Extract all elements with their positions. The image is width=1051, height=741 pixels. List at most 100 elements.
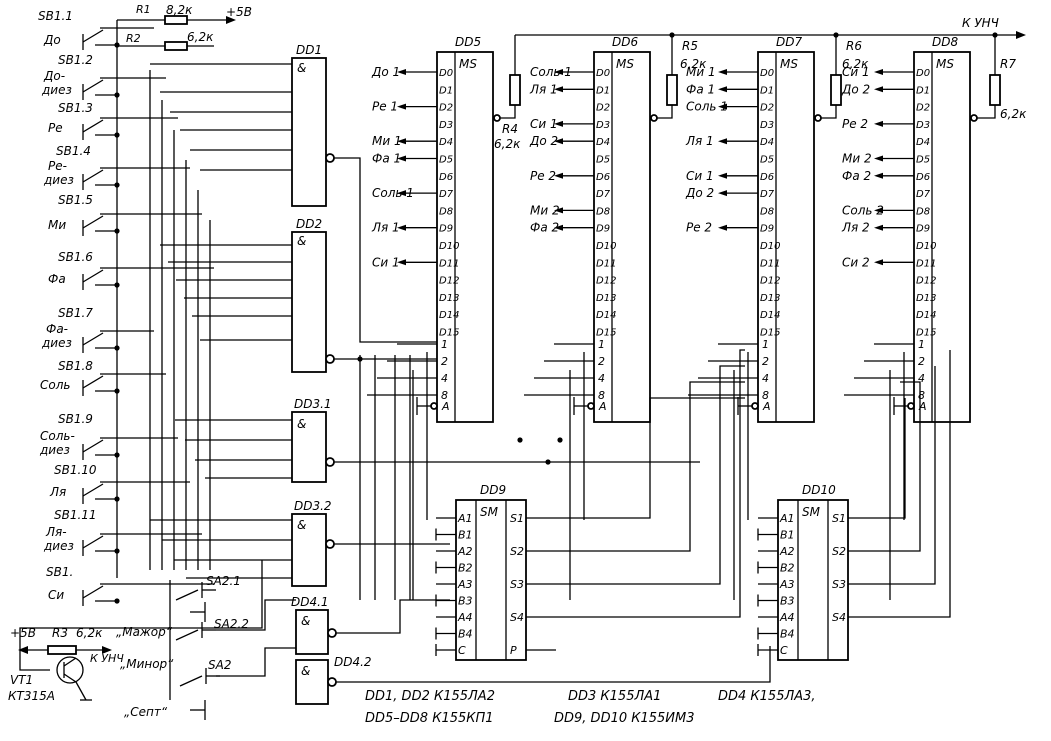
mux-pin-label: D1 [439, 85, 453, 96]
key-note: До- [43, 69, 65, 83]
key-ref: SB1.4 [56, 144, 91, 158]
gate-dd2-symbol: & [297, 234, 306, 248]
mux-output-note: Си 1 [530, 117, 558, 131]
mux-enable-pin: A [441, 400, 450, 413]
wire [556, 397, 745, 519]
gate-dd1 [291, 57, 327, 207]
gate-dd4-2-symbol: & [301, 664, 310, 678]
mux-output-note: Фа 1 [372, 152, 401, 166]
gate-dd3-2-output [325, 539, 335, 549]
key-lever [82, 585, 104, 599]
mux-address-pin: 8 [918, 389, 925, 402]
mux-pin-label: D3 [916, 120, 930, 131]
output-arrow [874, 172, 883, 179]
adder-output-pin: P [510, 644, 517, 657]
switch-lever [175, 629, 199, 641]
key-note: диез [39, 443, 70, 457]
mux-output-note: До 2 [685, 186, 714, 200]
mux-output-note: Ми 2 [530, 203, 560, 217]
output-arrow [874, 259, 883, 266]
adder-ref: DD9 [480, 483, 506, 497]
mux-pin-label: D14 [439, 310, 459, 321]
mux-pin-label: D7 [596, 189, 611, 200]
key-note: Соль- [40, 429, 75, 443]
mux-pin-label: D7 [439, 189, 454, 200]
mux-address-pin: 1 [762, 338, 769, 351]
wire [334, 157, 440, 343]
wire [556, 365, 745, 585]
adder-body [777, 499, 849, 661]
key-note: Си [48, 588, 64, 602]
r1-value: 8,2к [166, 3, 193, 17]
mux-address-pin: 4 [762, 372, 769, 385]
r1-ref: R1 [136, 3, 151, 16]
key-note: Фа- [46, 322, 68, 336]
mux-pin-label: D3 [596, 120, 610, 131]
junction-dot [357, 356, 363, 362]
mux-pin-label: D4 [760, 137, 774, 148]
r3-value: 6,2к [76, 626, 103, 640]
mux-pin-label: D4 [439, 137, 453, 148]
mux-output-note: Ми 2 [842, 152, 872, 166]
sa2-label: SA2 [208, 658, 231, 672]
mux-address-pin: 4 [441, 372, 448, 385]
mux-output-bubble [814, 114, 822, 122]
mux-pin-label: D5 [596, 155, 610, 166]
mux-pin-label: D7 [916, 189, 931, 200]
mux-output-note: Ля 1 [529, 82, 558, 96]
mux-address-pin: 1 [598, 338, 605, 351]
mode-minor-label: „Минор“ [120, 657, 174, 671]
key-lever [82, 375, 104, 389]
wire [63, 657, 77, 667]
key-ref: SB1.2 [58, 53, 93, 67]
junction-dot [114, 388, 120, 394]
adder-output-pin: S4 [832, 611, 846, 624]
mux-output-note: Соль 2 [842, 203, 884, 217]
output-arrow [397, 190, 406, 197]
resistor-r3 [47, 645, 77, 655]
junction-dot [114, 548, 120, 554]
mux-pin-label: D11 [596, 258, 616, 269]
adder-input-pin: A2 [779, 545, 795, 558]
gate-dd3-1-ref: DD3.1 [294, 397, 332, 411]
to-amp-arrow [1016, 31, 1026, 39]
mux-address-pin: 8 [598, 389, 605, 402]
mux-pin-label: D14 [596, 310, 616, 321]
mux-pin-label: D15 [596, 328, 616, 339]
output-arrow [718, 138, 727, 145]
wiring [18, 15, 1026, 701]
r6-value: 6,2к [842, 57, 869, 71]
mux-pin-label: D0 [916, 68, 930, 79]
junction-dot [545, 459, 551, 465]
mux-output-note: До 1 [371, 65, 400, 79]
gate-dd2-output [325, 354, 335, 364]
junction-dot [114, 42, 120, 48]
mux-pin-label: D4 [596, 137, 610, 148]
adder-input-pin: A1 [779, 512, 795, 525]
mux-address-pin: 8 [441, 389, 448, 402]
key-ref: SB1.8 [58, 359, 93, 373]
legend-dd1-dd2: DD1, DD2 К155ЛА2 [365, 689, 495, 704]
key-note: диез [41, 83, 72, 97]
mode-switch: SA2.1 SA2.2 SA2 „Мажор“ „Минор“ „Септ“ [116, 574, 249, 719]
r5-ref: R5 [682, 39, 698, 53]
mux-address-pin: 4 [918, 372, 925, 385]
r5-value: 6,2к [680, 57, 707, 71]
junction-dot [557, 437, 563, 443]
output-arrow [554, 207, 563, 214]
mux-address-pin: 2 [918, 355, 925, 368]
mux-pin-label: D2 [439, 103, 453, 114]
output-arrow [718, 172, 727, 179]
mux-output-note: Ре 2 [842, 117, 868, 131]
mux-pin-label: D1 [596, 85, 610, 96]
legend-dd3: DD3 К155ЛА1 [568, 689, 661, 704]
adder-ref: DD10 [802, 483, 836, 497]
mux-ref: DD8 [932, 35, 958, 49]
adder-input-pin: B3 [780, 595, 795, 608]
key-lever [82, 439, 104, 453]
output-arrow [554, 138, 563, 145]
mux-pin-label: D2 [760, 103, 774, 114]
resistor-r2 [164, 41, 188, 51]
r2-ref: R2 [126, 32, 141, 45]
output-arrow [874, 120, 883, 127]
